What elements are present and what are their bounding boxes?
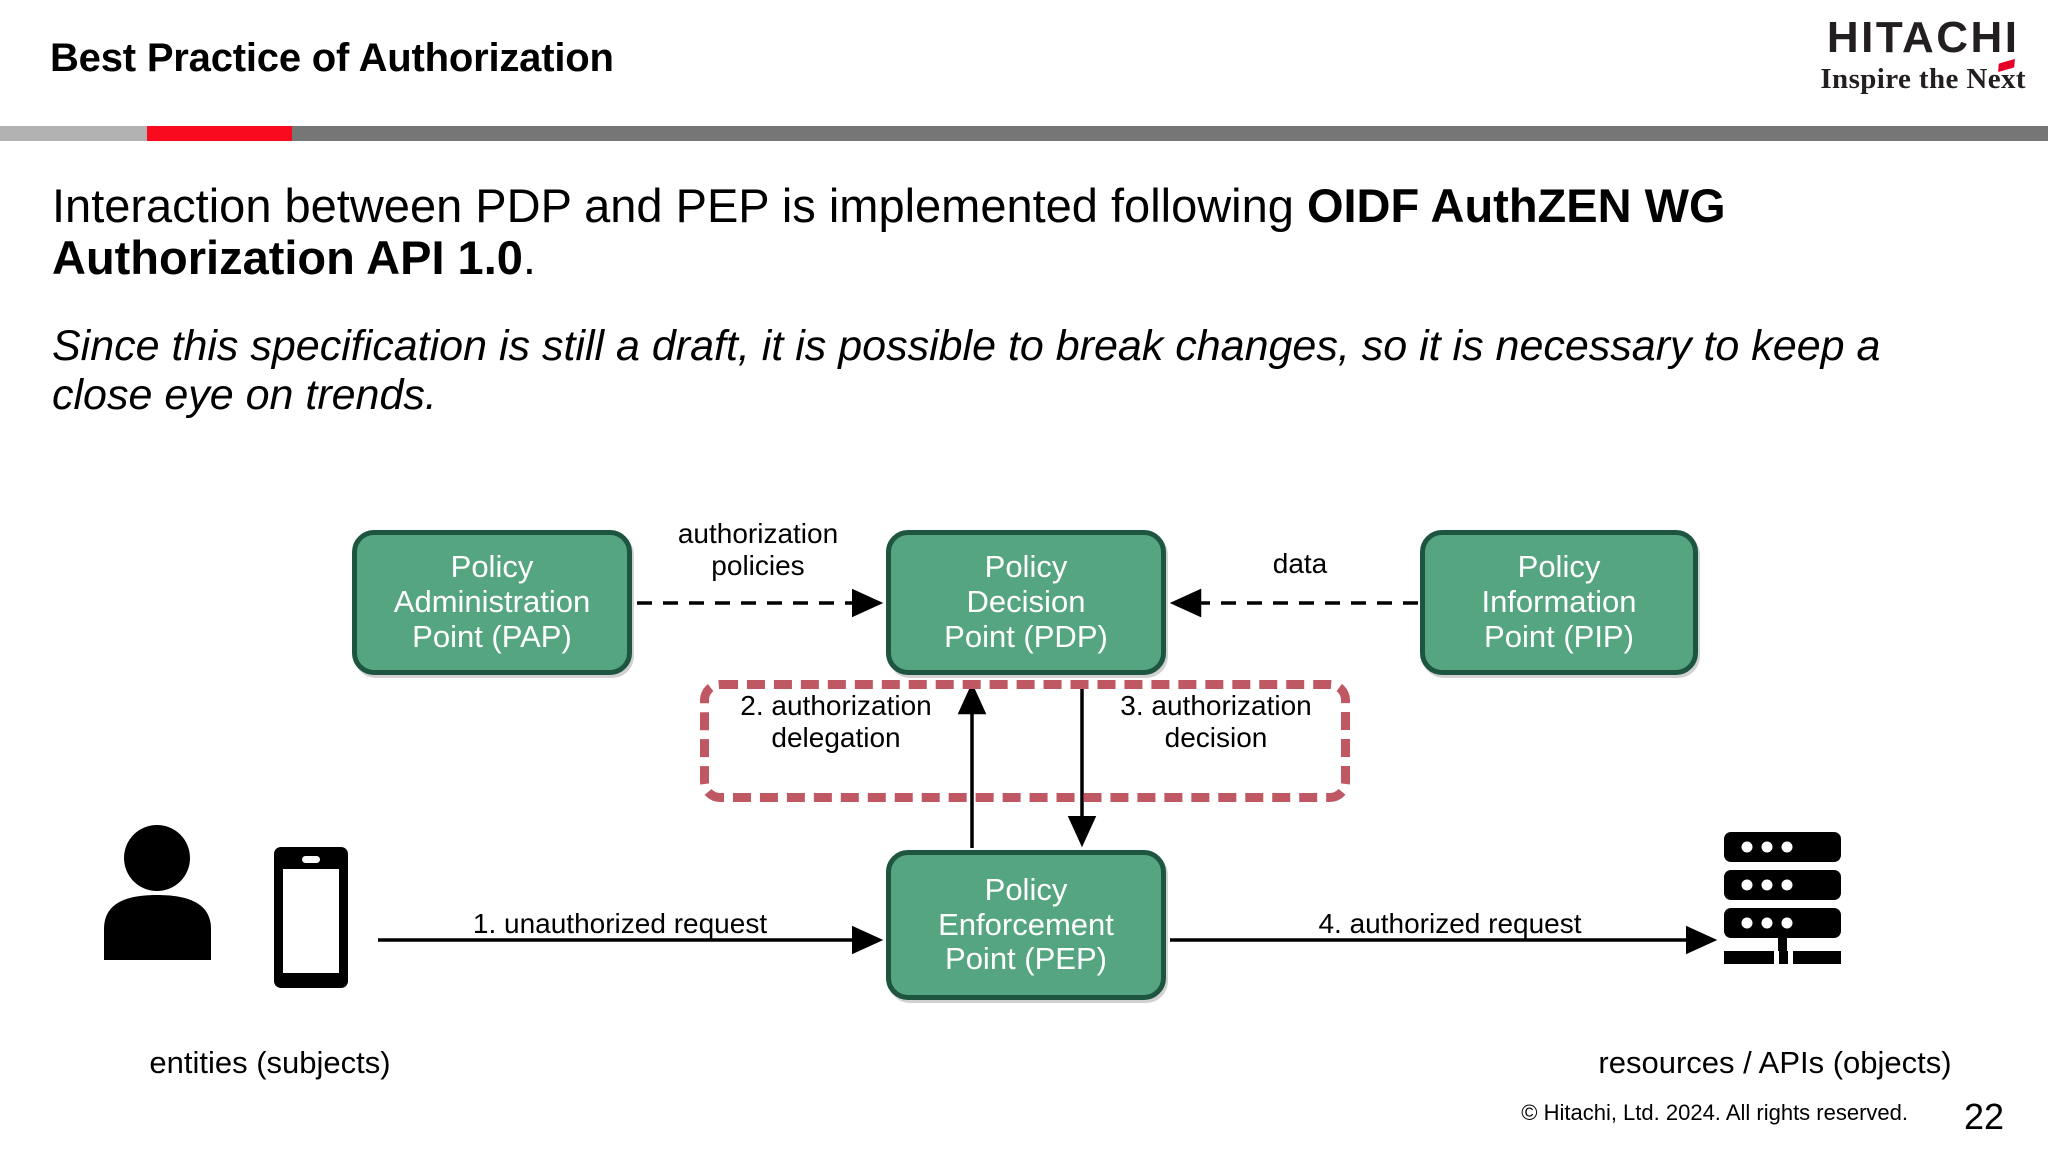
node-policy-administration-point[interactable]: Policy Administration Point (PAP)	[352, 530, 632, 675]
logo-wordmark: HITACHI	[1826, 13, 2020, 62]
edge-label-data: data	[1272, 548, 1328, 579]
paragraph-emphasis: OIDF AuthZEN WG Authorization API 1.0	[52, 179, 1726, 284]
authorization-flow-diagram: Policy Administration Point (PAP) Policy…	[0, 490, 2048, 1090]
paragraph-part-2: .	[522, 230, 536, 284]
node-pep-label: Policy Enforcement Point (PEP)	[938, 871, 1114, 977]
edge-label-authorized-request: 4. authorized request	[1318, 908, 1582, 939]
note-paragraph: Since this specification is still a draf…	[52, 322, 1881, 420]
edge-label-unauthorized-request: 1. unauthorized request	[472, 908, 768, 939]
node-pip-label: Policy Information Point (PIP)	[1481, 549, 1637, 654]
smartphone-icon	[274, 847, 348, 988]
hitachi-logo: HITACHI Inspire the Next	[1820, 16, 2026, 96]
header-divider	[0, 126, 2048, 141]
highlight-box	[700, 680, 1350, 802]
logo-tagline-text: Inspire the Next	[1820, 63, 2026, 95]
server-rack-icon	[1724, 832, 1841, 964]
user-icon	[104, 825, 211, 960]
node-policy-decision-point[interactable]: Policy Decision Point (PDP)	[886, 530, 1166, 675]
label-resources-objects: resources / APIs (objects)	[1598, 1045, 1952, 1080]
paragraph-part-1: Interaction between PDP and PEP is imple…	[52, 179, 1307, 232]
node-policy-enforcement-point[interactable]: Policy Enforcement Point (PEP)	[886, 850, 1166, 1000]
logo-tagline: Inspire the Next	[1820, 58, 2026, 96]
edge-label-authorization-policies: authorization policies	[677, 518, 839, 582]
divider-segment-dark-gray	[292, 126, 2048, 141]
page-title: Best Practice of Authorization	[50, 36, 614, 80]
footer-copyright: © Hitachi, Ltd. 2024. All rights reserve…	[1521, 1100, 1908, 1125]
footer-page-number: 22	[1963, 1096, 2004, 1137]
divider-segment-light-gray	[0, 126, 147, 141]
edge-label-authorization-delegation: 2. authorization delegation	[740, 690, 932, 754]
node-policy-information-point[interactable]: Policy Information Point (PIP)	[1420, 530, 1698, 675]
label-entities-subjects: entities (subjects)	[149, 1045, 391, 1080]
node-pdp-label: Policy Decision Point (PDP)	[944, 549, 1108, 654]
edge-label-authorization-decision: 3. authorization decision	[1120, 690, 1312, 754]
divider-segment-red	[147, 126, 292, 141]
node-pap-label: Policy Administration Point (PAP)	[393, 549, 591, 654]
main-paragraph: Interaction between PDP and PEP is imple…	[52, 180, 1952, 283]
